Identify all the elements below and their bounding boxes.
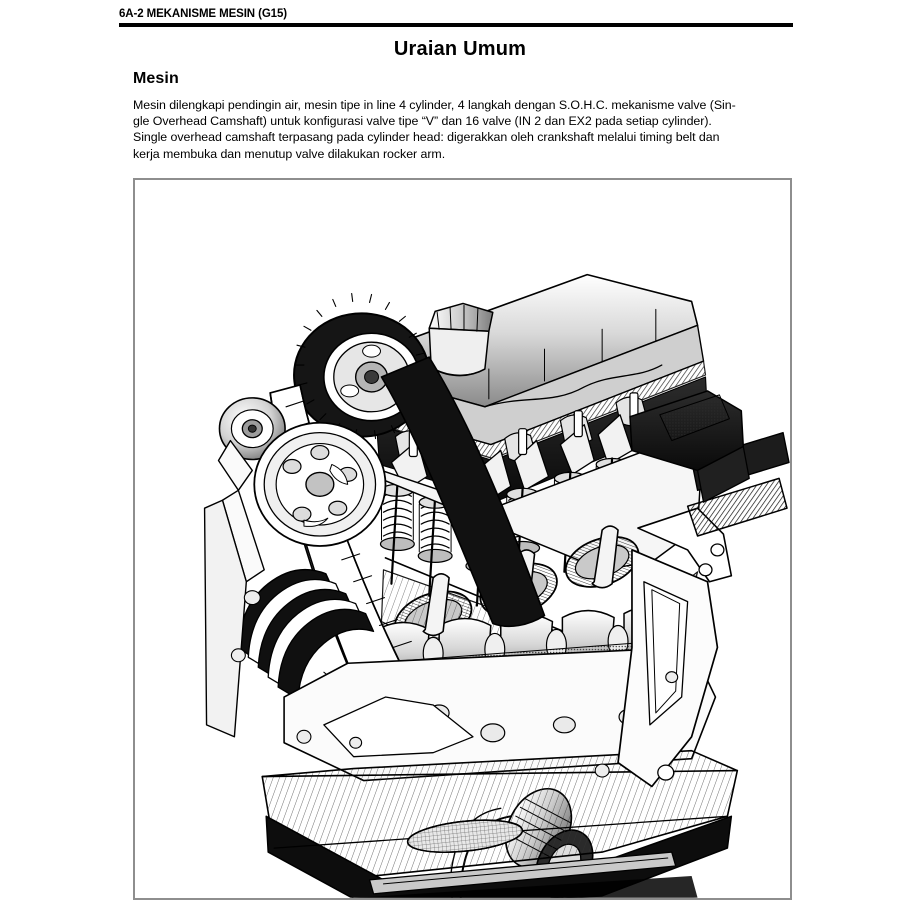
engine-diagram-svg (203, 273, 790, 898)
section-heading: Mesin (133, 70, 179, 87)
header-rule (119, 23, 793, 27)
engine-cutaway-illustration (135, 180, 790, 898)
oil-pickup-strainer (406, 819, 524, 853)
oil-filler-cap (428, 302, 494, 377)
page-header: 6A-2 MEKANISME MESIN (G15) (119, 8, 793, 27)
figure-frame (133, 178, 792, 900)
camshaft-sprocket (293, 292, 431, 440)
tensioner-pulley (218, 397, 286, 461)
head-rear-detail (629, 390, 750, 503)
water-pump-pulley (253, 421, 387, 547)
flywheel-housing (617, 431, 790, 788)
body-line-4: kerja membuka dan menutup valve dilakuka… (133, 146, 446, 161)
oil-pan (261, 749, 739, 898)
page-title: Uraian Umum (393, 38, 527, 60)
body-line-3: Single overhead camshaft terpasang pada … (133, 130, 720, 145)
running-head: 6A-2 MEKANISME MESIN (G15) (119, 8, 288, 20)
body-paragraph: Mesin dilengkapi pendingin air, mesin ti… (133, 97, 793, 162)
fastener-details (230, 590, 679, 778)
body-line-2: gle Overhead Camshaft) untuk konfigurasi… (133, 114, 712, 129)
body-line-1: Mesin dilengkapi pendingin air, mesin ti… (133, 98, 736, 112)
